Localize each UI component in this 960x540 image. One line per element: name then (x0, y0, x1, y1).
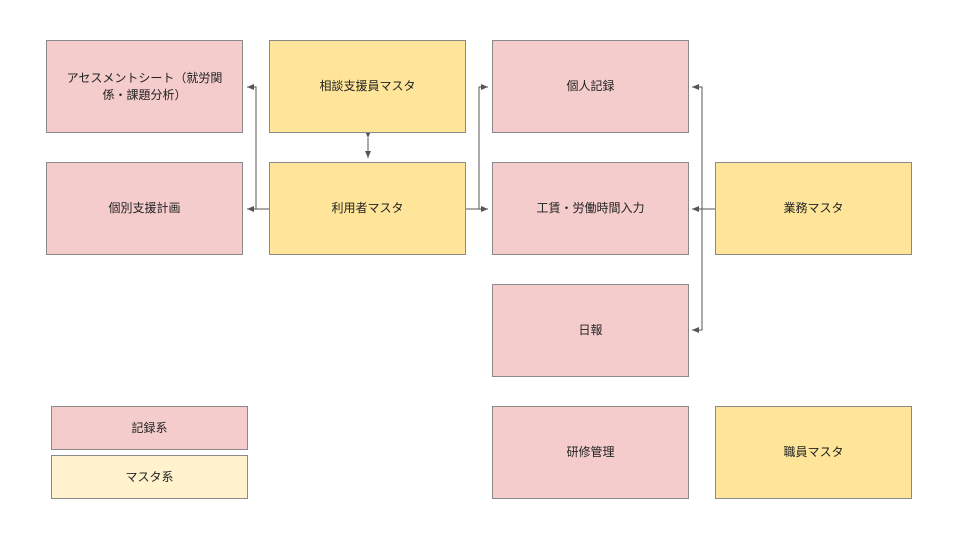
node-individual-plan[interactable]: 個別支援計画 (46, 162, 243, 255)
legend-master: マスタ系 (51, 455, 248, 499)
node-daily-report[interactable]: 日報 (492, 284, 689, 377)
edge-user-personal (478, 84, 488, 209)
legend-record-label: 記録系 (131, 420, 168, 435)
node-staff-master[interactable]: 職員マスタ (715, 406, 912, 499)
edge-user-assessment (247, 84, 257, 209)
node-personal-record-label: 個人記録 (566, 79, 615, 94)
node-daily-report-label: 日報 (578, 323, 603, 338)
legend-record: 記録系 (51, 406, 248, 450)
node-training[interactable]: 研修管理 (492, 406, 689, 499)
node-assessment-label: アセスメントシート（就労関係・課題分析） (66, 71, 223, 102)
node-user-master-label: 利用者マスタ (331, 201, 404, 216)
legend-master-label: マスタ系 (125, 469, 174, 484)
node-personal-record[interactable]: 個人記録 (492, 40, 689, 133)
edge-work-daily (692, 209, 703, 333)
node-training-label: 研修管理 (566, 445, 615, 460)
node-wage-input-label: 工賃・労働時間入力 (536, 201, 645, 216)
node-work-master-label: 業務マスタ (783, 201, 844, 216)
node-consultant-master[interactable]: 相談支援員マスタ (269, 40, 466, 133)
node-individual-plan-label: 個別支援計画 (108, 201, 181, 216)
node-user-master[interactable]: 利用者マスタ (269, 162, 466, 255)
node-assessment[interactable]: アセスメントシート（就労関係・課題分析） (46, 40, 243, 133)
node-work-master[interactable]: 業務マスタ (715, 162, 912, 255)
node-staff-master-label: 職員マスタ (783, 445, 844, 460)
node-wage-input[interactable]: 工賃・労働時間入力 (492, 162, 689, 255)
node-consultant-master-label: 相談支援員マスタ (319, 79, 416, 94)
edge-work-personal (692, 84, 703, 209)
